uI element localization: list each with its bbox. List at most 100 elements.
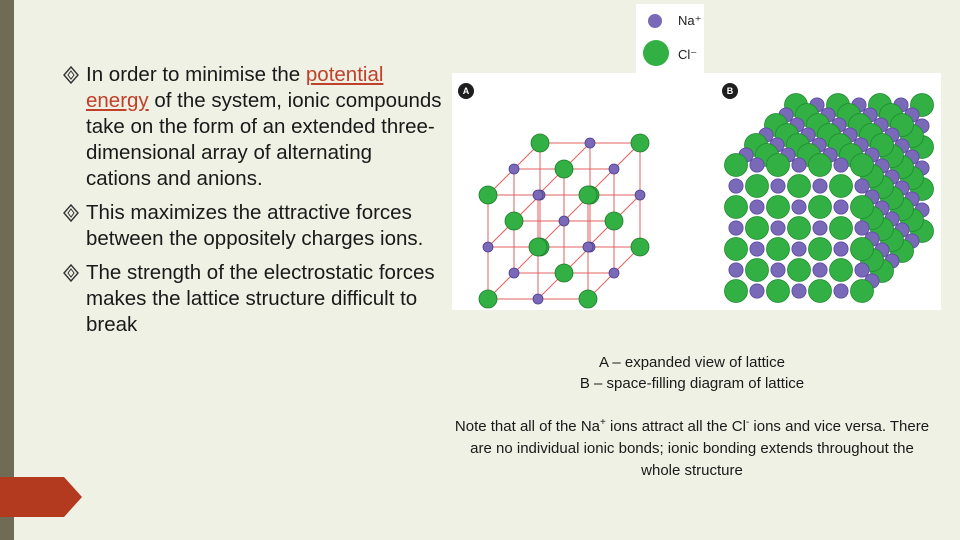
- bullet-text: of the system, ionic compounds take on t…: [86, 89, 442, 190]
- expanded-lattice-diagram: [478, 133, 650, 309]
- sodium-sphere: [770, 178, 786, 194]
- panel-a-label: A: [458, 83, 474, 99]
- chloride-ion: [504, 211, 524, 231]
- chloride-ion: [554, 263, 574, 283]
- sodium-ion: [508, 163, 520, 175]
- lattice-note: Note that all of the Na+ ions attract al…: [452, 416, 932, 482]
- sodium-sphere: [791, 157, 807, 173]
- ion-legend: Na⁺ Cl⁻: [636, 4, 704, 74]
- sodium-sphere: [749, 157, 765, 173]
- chloride-ion: [530, 133, 550, 153]
- chloride-sphere: [808, 237, 832, 261]
- chloride-ion: [578, 289, 598, 309]
- sodium-sphere: [749, 283, 765, 299]
- chloride-sphere: [766, 153, 790, 177]
- figure-caption: A – expanded view of lattice B – space-f…: [452, 352, 932, 394]
- sodium-ion: [584, 137, 596, 149]
- chloride-ion: [630, 133, 650, 153]
- chloride-sphere: [829, 174, 853, 198]
- diamond-bullet-icon: [63, 263, 79, 283]
- sodium-ion: [634, 189, 646, 201]
- chloride-ion: [478, 289, 498, 309]
- sodium-sphere: [791, 283, 807, 299]
- chloride-ion: [630, 237, 650, 257]
- note-superscript: -: [745, 417, 750, 428]
- diamond-bullet-icon: [63, 203, 79, 223]
- bullet-list: In order to minimise the potential energ…: [62, 62, 442, 346]
- chloride-sphere: [850, 237, 874, 261]
- slide-arrow-tab: [0, 477, 82, 517]
- chloride-sphere: [724, 279, 748, 303]
- sodium-sphere: [833, 241, 849, 257]
- chloride-sphere: [808, 279, 832, 303]
- panel-b-label: B: [722, 83, 738, 99]
- bullet-text: The strength of the electrostatic forces…: [86, 261, 435, 336]
- chloride-sphere: [787, 258, 811, 282]
- diamond-bullet-icon: [63, 65, 79, 85]
- chloride-sphere: [724, 153, 748, 177]
- sodium-sphere: [791, 199, 807, 215]
- chloride-sphere: [724, 237, 748, 261]
- sodium-sphere: [833, 157, 849, 173]
- sodium-sphere: [812, 220, 828, 236]
- chloride-sphere: [766, 237, 790, 261]
- bullet-item: In order to minimise the potential energ…: [62, 62, 442, 192]
- cl-legend-label: Cl⁻: [678, 47, 698, 62]
- chloride-sphere: [787, 216, 811, 240]
- bullet-text: In order to minimise the: [86, 63, 306, 86]
- note-text: ions and vice versa. There are no indivi…: [470, 418, 930, 479]
- sodium-ion: [482, 241, 494, 253]
- space-filling-diagram: [724, 93, 934, 303]
- chloride-ion: [554, 159, 574, 179]
- chloride-ion: [604, 211, 624, 231]
- sodium-sphere: [728, 220, 744, 236]
- chloride-sphere: [787, 174, 811, 198]
- sodium-sphere: [812, 262, 828, 278]
- sodium-sphere: [833, 199, 849, 215]
- sodium-ion: [532, 189, 544, 201]
- chloride-ion: [478, 185, 498, 205]
- chloride-sphere: [766, 195, 790, 219]
- chloride-sphere: [808, 195, 832, 219]
- na-legend-label: Na⁺: [678, 13, 702, 28]
- sodium-ion: [558, 215, 570, 227]
- chloride-sphere: [850, 153, 874, 177]
- potential-energy-link[interactable]: potential energy: [86, 63, 384, 112]
- sodium-sphere: [854, 178, 870, 194]
- chloride-sphere: [829, 216, 853, 240]
- chloride-ion: [528, 237, 548, 257]
- note-text: ions attract all the Cl: [605, 418, 746, 435]
- bullet-item: This maximizes the attractive forces bet…: [62, 200, 442, 252]
- na-legend-dot: [648, 14, 662, 28]
- slide-left-bar: [0, 0, 14, 540]
- cl-legend-dot: [643, 40, 669, 66]
- chloride-sphere: [745, 216, 769, 240]
- chloride-sphere: [829, 258, 853, 282]
- sodium-sphere: [854, 262, 870, 278]
- sodium-ion: [582, 241, 594, 253]
- sodium-ion: [608, 163, 620, 175]
- caption-line-a: A – expanded view of lattice: [599, 354, 785, 371]
- chloride-sphere: [766, 279, 790, 303]
- chloride-ion: [578, 185, 598, 205]
- nacl-lattice-figure: A B: [452, 73, 941, 310]
- bullet-item: The strength of the electrostatic forces…: [62, 260, 442, 338]
- chloride-sphere: [850, 279, 874, 303]
- chloride-sphere: [808, 153, 832, 177]
- sodium-sphere: [749, 199, 765, 215]
- note-text: Note that all of the Na: [454, 418, 600, 435]
- note-superscript: +: [600, 417, 606, 428]
- chloride-sphere: [724, 195, 748, 219]
- chloride-sphere: [745, 258, 769, 282]
- sodium-sphere: [770, 220, 786, 236]
- sodium-ion: [532, 293, 544, 305]
- sodium-sphere: [728, 178, 744, 194]
- bullet-text: This maximizes the attractive forces bet…: [86, 201, 424, 250]
- sodium-sphere: [770, 262, 786, 278]
- sodium-sphere: [791, 241, 807, 257]
- sodium-ion: [608, 267, 620, 279]
- sodium-sphere: [749, 241, 765, 257]
- sodium-sphere: [854, 220, 870, 236]
- sodium-sphere: [728, 262, 744, 278]
- chloride-sphere: [745, 174, 769, 198]
